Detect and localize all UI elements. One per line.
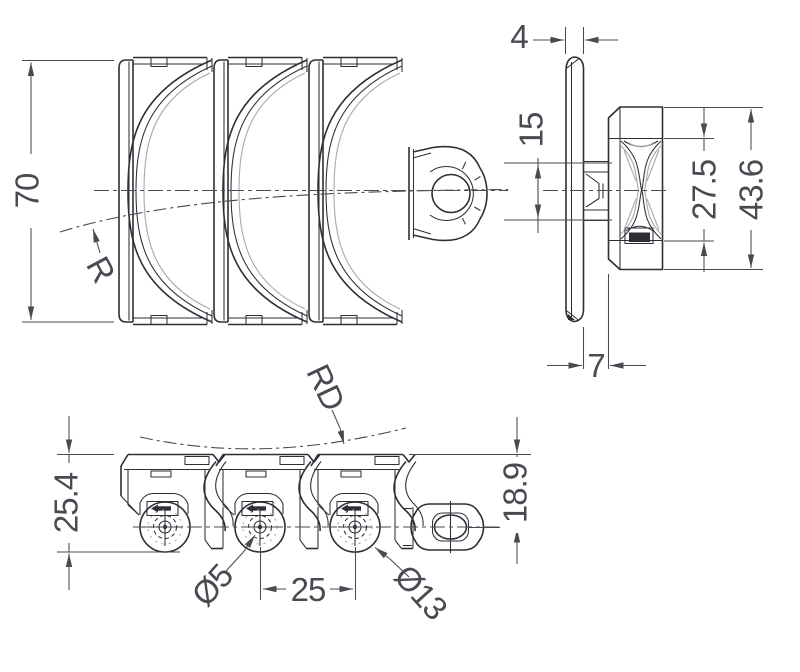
dim-27-5-text: 27.5 [686, 160, 723, 220]
dim-7-text: 7 [587, 347, 604, 384]
dim-70: 70 [9, 59, 114, 323]
dim-4-text: 4 [510, 18, 528, 55]
dim-25-4-text: 25.4 [48, 472, 85, 533]
dim-18-9-text: 18.9 [497, 463, 534, 523]
front-pitch-arc [59, 188, 509, 233]
dim-25-text: 25 [291, 571, 326, 608]
label-r: R [79, 228, 123, 288]
dim-43-6-text: 43.6 [733, 160, 770, 220]
dim-43-6: 43.6 [664, 106, 770, 271]
dim-25: 25 [259, 547, 357, 608]
label-rd: RD [300, 359, 353, 445]
dim-dia13: Ø13 [374, 547, 455, 627]
hinge-eye [408, 145, 488, 242]
label-rd-text: RD [300, 359, 353, 416]
dim-15-text: 15 [513, 113, 550, 148]
front-view: 70 R [9, 56, 509, 326]
backflex-arc [139, 427, 407, 450]
dim-15: 15 [504, 100, 612, 233]
flight-edge [565, 56, 585, 323]
dim-25-4: 25.4 [48, 416, 180, 590]
side-view: 4 15 27.5 43.6 [504, 18, 770, 384]
belt-modules [120, 453, 424, 553]
dim-4: 4 [510, 18, 618, 55]
dim-70-text: 70 [9, 173, 46, 208]
dim-18-9: 18.9 [409, 417, 534, 564]
dim-27-5: 27.5 [664, 107, 723, 272]
dim-dia13-text: Ø13 [387, 558, 454, 627]
profile-view: 25.4 18.9 25 Ø5 [48, 359, 534, 627]
label-r-text: R [79, 250, 122, 288]
dim-7: 7 [547, 274, 646, 384]
link-body [607, 106, 664, 271]
